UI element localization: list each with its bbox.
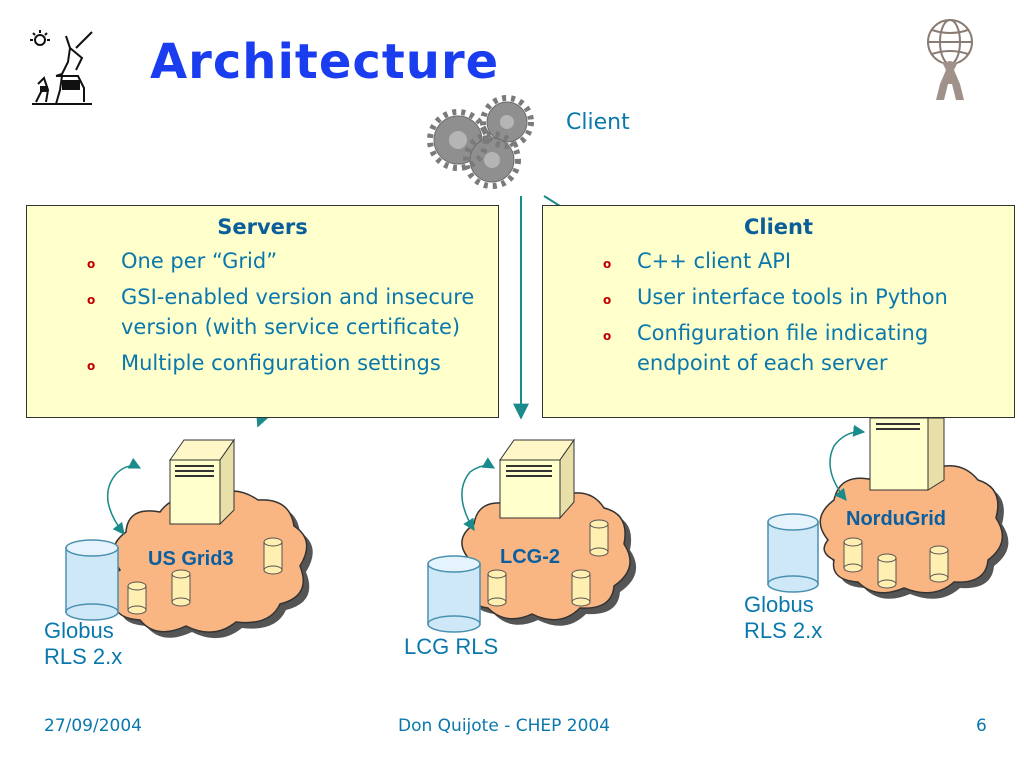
database-cylinder-icon <box>127 581 147 615</box>
server-icon <box>869 417 945 491</box>
client-heading: Client <box>743 215 814 239</box>
database-cylinder-icon <box>263 537 283 575</box>
bullet-icon: o <box>87 257 96 271</box>
bullet-icon: o <box>603 329 612 343</box>
footer-title: Don Quijote - CHEP 2004 <box>398 716 611 736</box>
servers-heading: Servers <box>217 215 308 239</box>
db-label-lcg-2: LCG RLS <box>404 634 499 659</box>
page-title: Architecture <box>150 34 500 90</box>
don-quijote-logo-icon <box>30 30 93 105</box>
database-cylinder-icon <box>65 539 119 621</box>
footer-date: 27/09/2004 <box>44 716 142 736</box>
database-cylinder-icon <box>843 537 863 573</box>
database-cylinder-icon <box>589 519 609 557</box>
database-cylinder-icon <box>487 569 507 607</box>
bullet-icon: o <box>603 257 612 271</box>
database-cylinder-icon <box>171 569 191 607</box>
client-label: Client <box>566 110 630 135</box>
cloud-us-grid3 <box>107 490 313 639</box>
db-label-nordugrid: Globus RLS 2.x <box>744 592 823 643</box>
bullet-icon: o <box>87 293 96 307</box>
server-icon <box>499 438 575 520</box>
database-cylinder-icon <box>571 569 591 607</box>
database-cylinder-icon <box>427 555 481 633</box>
page-number: 6 <box>976 716 987 736</box>
atlas-logo-icon <box>927 19 973 100</box>
cloud-nordugrid <box>819 465 1009 599</box>
bullet-icon: o <box>87 359 96 373</box>
database-cylinder-icon <box>929 545 949 583</box>
bullet-icon: o <box>603 293 612 307</box>
db-label-us-grid3: Globus RLS 2.x <box>44 618 123 669</box>
arrow-to-nordugrid <box>543 195 561 207</box>
gears-icon <box>427 95 534 189</box>
cloud-label-lcg-2: LCG-2 <box>500 546 560 568</box>
server-icon <box>169 438 235 526</box>
cloud-label-nordugrid: NorduGrid <box>846 508 946 530</box>
cloud-label-us-grid3: US Grid3 <box>148 548 234 570</box>
database-cylinder-icon <box>877 553 897 589</box>
database-cylinder-icon <box>767 513 819 593</box>
